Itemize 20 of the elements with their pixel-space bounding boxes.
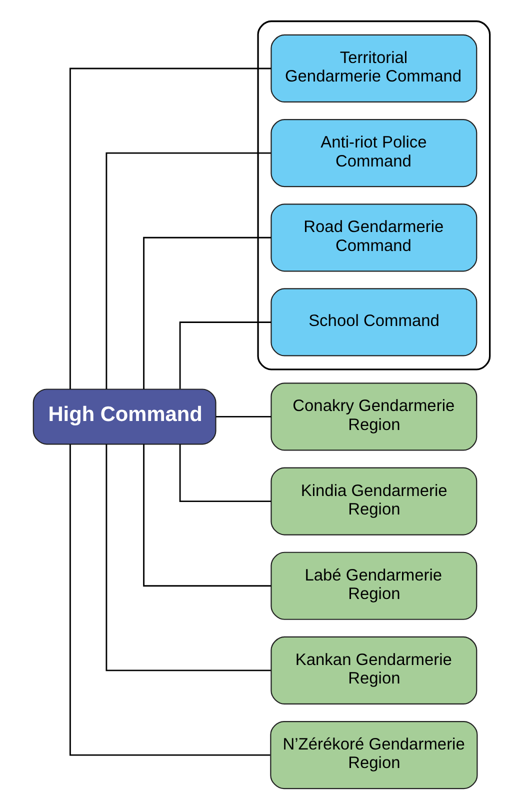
node-box: Territorial Gendarmerie Command: [270, 34, 478, 103]
node-box: School Command: [270, 288, 478, 356]
connector: [216, 416, 272, 418]
node-box: High Command: [32, 388, 216, 445]
node-box: N’Zérékoré Gendarmerie Region: [270, 720, 478, 790]
connector: [106, 152, 271, 389]
node-box: Conakry Gendarmerie Region: [270, 382, 478, 451]
connector: [143, 236, 271, 390]
node-box: Anti-riot Police Command: [270, 119, 478, 188]
connector: [106, 444, 271, 672]
connector: [69, 444, 270, 756]
cluster: [257, 20, 491, 370]
node-box: Road Gendarmerie Command: [270, 204, 478, 272]
node-box: Labé Gendarmerie Region: [270, 552, 478, 620]
node-box: Kindia Gendarmerie Region: [270, 467, 478, 536]
node-box: Kankan Gendarmerie Region: [270, 636, 478, 704]
connector: [69, 68, 272, 390]
connector: [179, 444, 272, 502]
connector: [179, 322, 272, 389]
connector: [143, 444, 271, 587]
